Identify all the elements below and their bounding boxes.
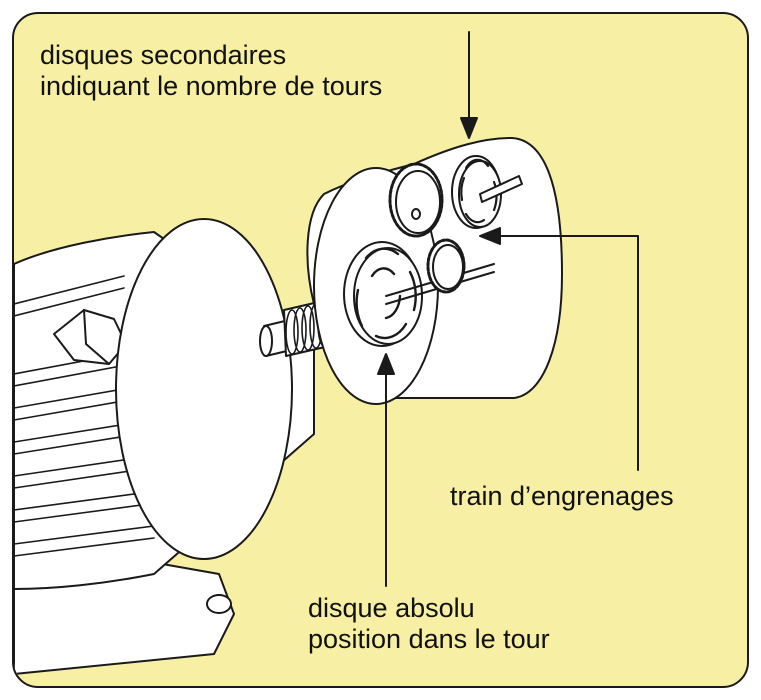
label-absolute-line1: disque absolu [308, 593, 475, 623]
gear-train [388, 162, 466, 294]
label-absolute-line2: position dans le tour [308, 624, 550, 654]
label-absolute-disc: disque absolu position dans le tour [308, 593, 550, 655]
leader-lines [377, 31, 639, 587]
leader-gear [483, 235, 639, 471]
absolute-disc [343, 241, 495, 347]
label-secondary-line2: indiquant le nombre de tours [40, 71, 383, 101]
electric-motor [14, 218, 317, 675]
lower-gear [426, 238, 466, 294]
label-gear-train: train d’engrenages [450, 481, 674, 512]
label-secondary-discs: disques secondaires indiquant le nombre … [40, 40, 382, 102]
secondary-disc [451, 155, 523, 229]
diagram-panel: disques secondaires indiquant le nombre … [12, 12, 749, 688]
upper-gear [388, 162, 444, 238]
encoder-illustration [14, 31, 639, 675]
label-secondary-line1: disques secondaires [40, 40, 287, 70]
label-gear-line: train d’engrenages [450, 481, 674, 511]
motor-end-shield [115, 218, 293, 560]
